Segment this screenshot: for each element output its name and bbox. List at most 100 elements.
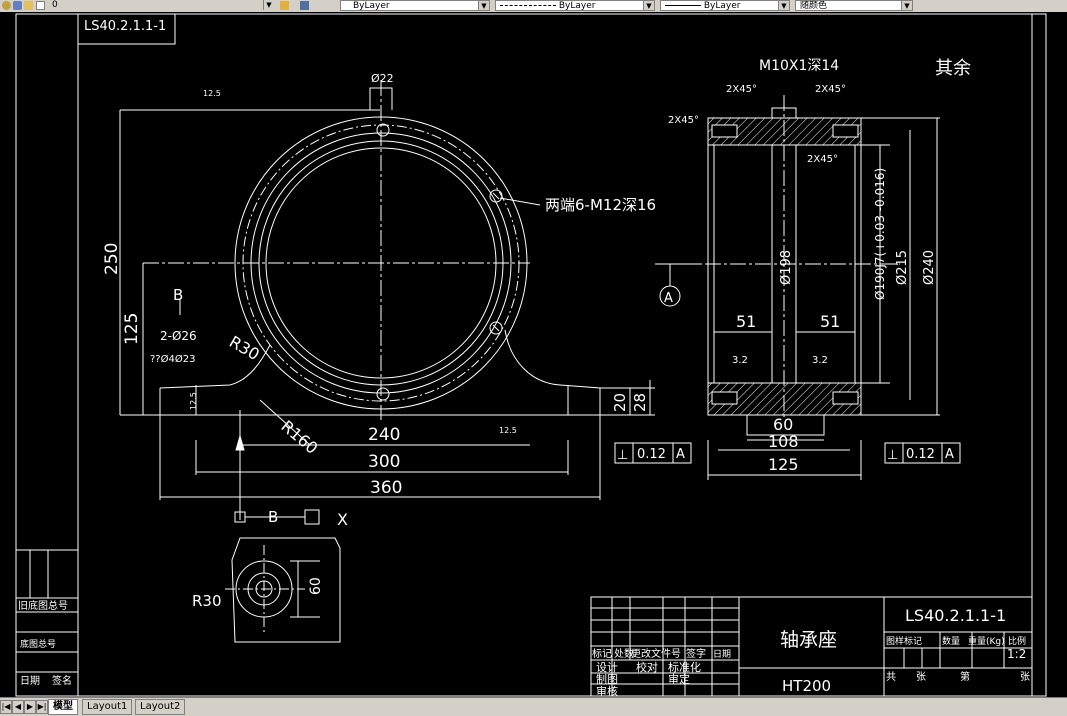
view-b-marker xyxy=(234,509,320,525)
dim-phi240: Ø240 xyxy=(922,250,937,285)
tolerance-datum-left: A xyxy=(676,447,685,462)
drawing-number-box: LS40.2.1.1-1 xyxy=(77,13,176,45)
dim-60: 60 xyxy=(773,415,793,434)
chevron-down-icon[interactable]: ▼ xyxy=(478,1,489,10)
dim-rough-3-2-right: 3.2 xyxy=(812,355,828,366)
layout-tab-bar: |◀ ◀ ▶ ▶| 模型 Layout1 Layout2 xyxy=(0,697,1067,716)
section-b-label: B xyxy=(173,286,183,304)
draw-label: 制图 xyxy=(596,673,618,686)
title-head-mark: 图样标记 xyxy=(886,635,922,647)
rev-sign-label: 签字 xyxy=(686,647,706,660)
dim-rough-side: 12.5 xyxy=(189,392,198,410)
plotstyle-select[interactable]: 随颜色 ▼ xyxy=(795,0,913,11)
dim-r30: R30 xyxy=(226,332,263,364)
layer-previous-icon[interactable] xyxy=(300,1,309,10)
perpendicularity-icon: ⊥ xyxy=(617,448,628,463)
tab-model[interactable]: 模型 xyxy=(48,699,78,715)
surface-note: 其余 xyxy=(935,58,971,79)
design-label: 设计 xyxy=(596,661,618,674)
color-select[interactable]: ByLayer ▼ xyxy=(340,0,490,11)
dim-108: 108 xyxy=(768,432,799,451)
datum-a-label: A xyxy=(664,291,673,306)
dim-60-detail: 60 xyxy=(308,577,324,595)
dim-28: 28 xyxy=(631,393,649,412)
signature-label: 签名 xyxy=(52,674,72,687)
tab-layout2[interactable]: Layout2 xyxy=(135,699,186,715)
dim-360: 360 xyxy=(370,478,402,498)
layer-select[interactable]: 0 ▼ xyxy=(48,0,274,11)
dim-chamfer-4: 2X45° xyxy=(807,154,838,165)
dim-51-right: 51 xyxy=(820,312,840,331)
chevron-down-icon[interactable]: ▼ xyxy=(778,1,789,10)
dim-m10: M10X1深14 xyxy=(759,58,839,74)
dim-125: 125 xyxy=(122,313,142,345)
layer-color-icon[interactable] xyxy=(36,1,45,10)
title-head-weight: 重量(Kg) xyxy=(968,635,1005,647)
dim-chamfer-3: 2X45° xyxy=(668,115,699,126)
model-space-canvas[interactable]: LS40.2.1.1-1 xyxy=(0,12,1067,697)
tolerance-datum-right: A xyxy=(945,447,954,462)
linetype-select[interactable]: ByLayer ▼ xyxy=(495,0,655,11)
dim-counterbore: ??Ø4Ø23 xyxy=(150,353,195,365)
dim-rough-bottom: 12.5 xyxy=(499,426,517,435)
dim-rough-top: 12.5 xyxy=(203,89,221,98)
lineweight-preview-icon xyxy=(665,5,701,6)
drawing-number-top: LS40.2.1.1-1 xyxy=(84,19,166,34)
linetype-preview-icon xyxy=(500,5,556,6)
thread-note: 两端6-M12深16 xyxy=(545,196,656,214)
drawing-scale: 1:2 xyxy=(1007,647,1026,661)
date-label: 日期 xyxy=(20,675,40,687)
chevron-down-icon[interactable]: ▼ xyxy=(263,0,274,10)
sheet-total-label: 共 xyxy=(886,671,896,683)
title-head-scale: 比例 xyxy=(1008,635,1026,647)
front-view xyxy=(119,80,655,520)
rev-mark-label: 标记 xyxy=(592,648,612,660)
part-title: 轴承座 xyxy=(780,629,837,651)
drawing-number-title: LS40.2.1.1-1 xyxy=(905,606,1006,625)
title-block xyxy=(590,596,1033,697)
dim-holes: 2-Ø26 xyxy=(160,329,197,343)
perpendicularity-icon: ⊥ xyxy=(887,448,898,463)
rev-count-label: 处数 xyxy=(614,647,634,660)
old-drawing-number-label: 旧底图总号 xyxy=(18,599,68,612)
tab-layout1[interactable]: Layout1 xyxy=(82,699,133,715)
standard-label: 标准化 xyxy=(668,660,701,674)
dim-r160: R160 xyxy=(277,417,321,458)
make-layer-current-icon[interactable] xyxy=(280,1,289,10)
dim-300: 300 xyxy=(368,452,400,472)
part-material: HT200 xyxy=(782,677,831,695)
tolerance-value-right: 0.12 xyxy=(906,447,935,462)
chevron-down-icon[interactable]: ▼ xyxy=(901,1,912,10)
chevron-down-icon[interactable]: ▼ xyxy=(643,1,654,10)
dim-20: 20 xyxy=(611,393,629,412)
dim-phi190: Ø190J7(+0.03 -0.016) xyxy=(873,168,887,300)
dim-r30-detail: R30 xyxy=(192,592,222,610)
dim-phi22: Ø22 xyxy=(371,72,394,85)
view-x-label: X xyxy=(337,510,348,529)
prev-tab-icon[interactable]: ◀ xyxy=(12,700,24,714)
first-tab-icon[interactable]: |◀ xyxy=(0,700,12,714)
drawing-svg: LS40.2.1.1-1 xyxy=(15,13,1047,697)
layer-state-icon[interactable] xyxy=(2,1,11,10)
sheet-index-label: 第 xyxy=(960,670,970,683)
dim-phi215: Ø215 xyxy=(895,250,910,285)
front-view-dims: Ø22 12.5 250 125 B 2-Ø26 ??Ø4Ø23 R30 R16… xyxy=(102,72,656,498)
datum-a-marker xyxy=(655,263,700,307)
lineweight-select[interactable]: ByLayer ▼ xyxy=(660,0,790,11)
approve-label: 审定 xyxy=(668,672,690,686)
next-tab-icon[interactable]: ▶ xyxy=(24,700,36,714)
layer-freeze-icon[interactable] xyxy=(13,1,22,10)
last-tab-icon[interactable]: ▶| xyxy=(36,700,48,714)
detail-view xyxy=(225,537,341,643)
dim-51-left: 51 xyxy=(736,312,756,331)
dim-250: 250 xyxy=(102,243,122,275)
side-view-dims: M10X1深14 2X45° 2X45° 2X45° 2X45° Ø198 Ø1… xyxy=(668,58,971,474)
dim-rough-3-2-left: 3.2 xyxy=(732,355,748,366)
check-label: 校对 xyxy=(636,660,658,674)
layer-lock-icon[interactable] xyxy=(24,1,33,10)
dim-125-side: 125 xyxy=(768,455,799,474)
sheet-unit-2: 张 xyxy=(1020,671,1030,683)
sheet-unit-1: 张 xyxy=(916,671,926,683)
dim-chamfer-2: 2X45° xyxy=(815,84,846,95)
left-revision-block xyxy=(15,549,79,697)
